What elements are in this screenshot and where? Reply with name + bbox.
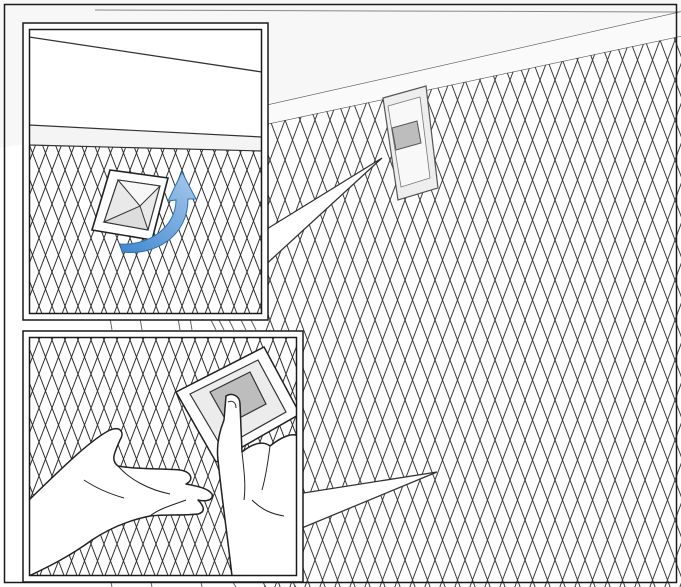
inset-hand-press: [23, 331, 303, 582]
inset-latch-release: [23, 23, 268, 320]
